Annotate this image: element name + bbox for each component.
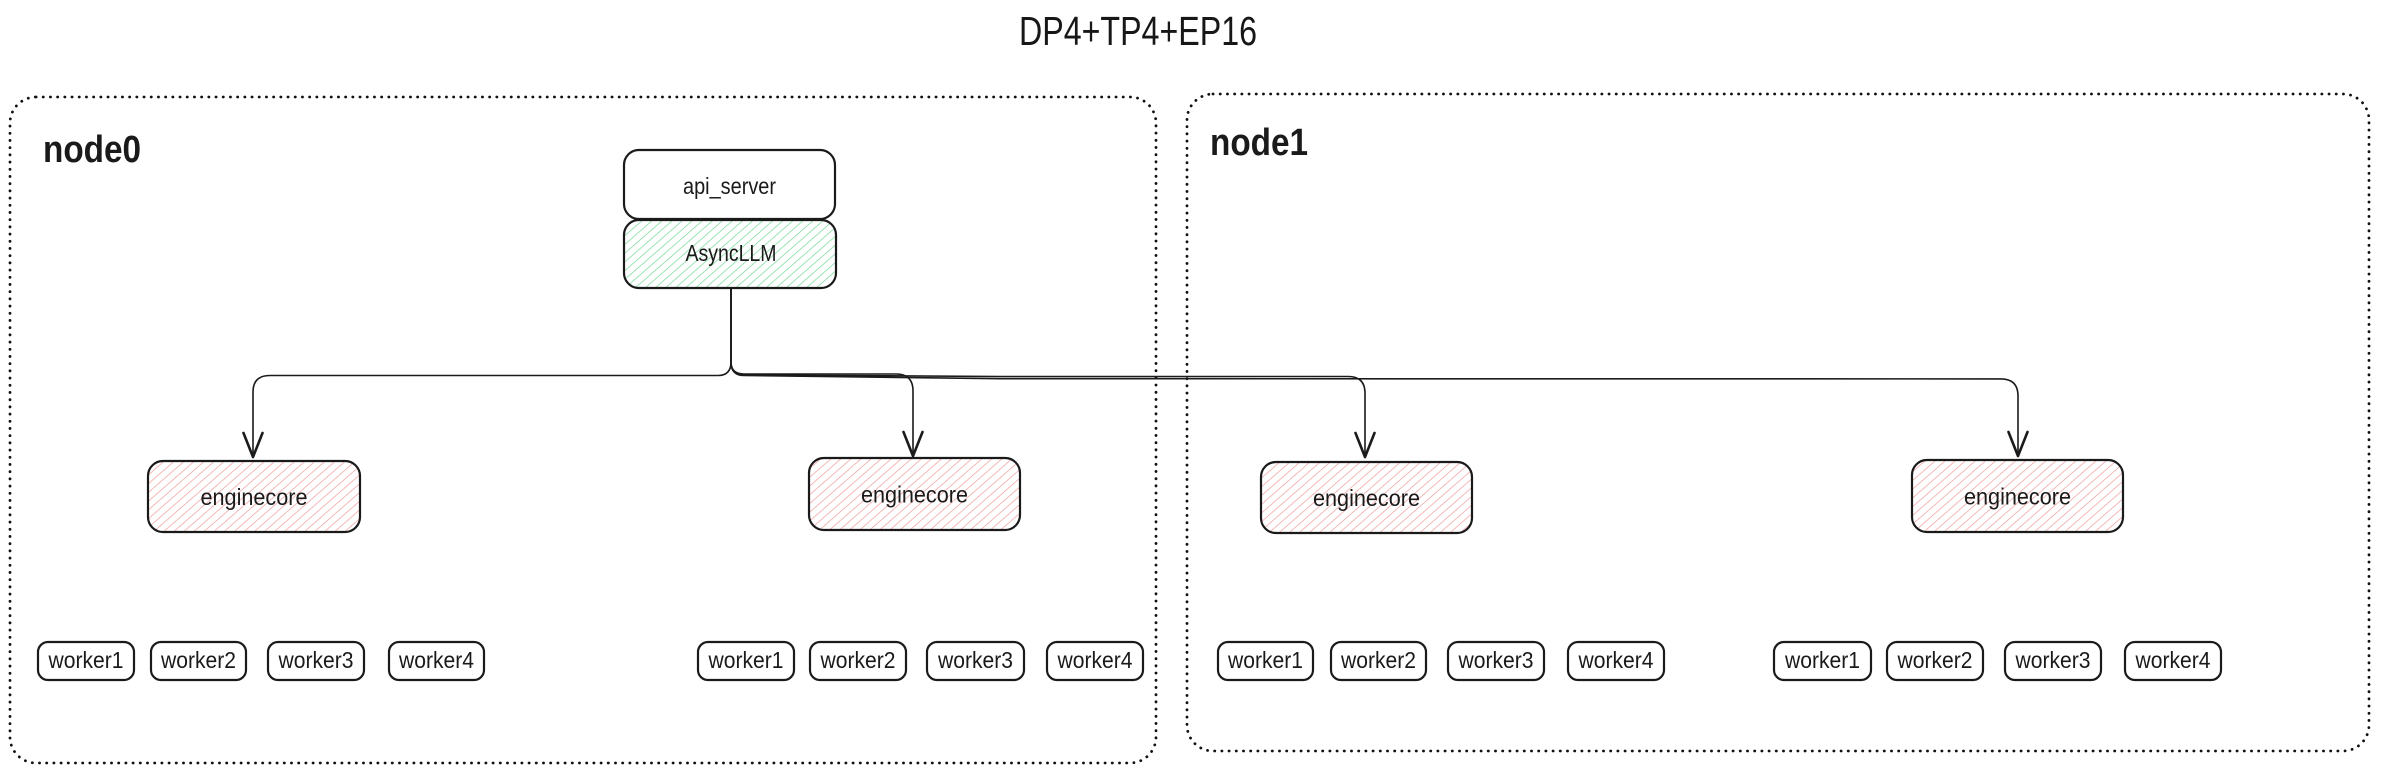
svg-text:worker2: worker2 — [820, 647, 896, 673]
svg-text:enginecore: enginecore — [1313, 485, 1420, 511]
svg-text:node0: node0 — [43, 129, 141, 171]
svg-text:worker4: worker4 — [1057, 647, 1133, 673]
svg-text:worker3: worker3 — [937, 647, 1013, 673]
svg-text:worker1: worker1 — [1784, 647, 1860, 673]
svg-text:api_server: api_server — [683, 173, 776, 199]
svg-text:worker2: worker2 — [1897, 647, 1973, 673]
svg-text:enginecore: enginecore — [861, 482, 968, 508]
svg-text:worker1: worker1 — [48, 647, 124, 673]
svg-text:worker4: worker4 — [398, 647, 474, 673]
svg-text:worker3: worker3 — [278, 647, 354, 673]
svg-text:worker1: worker1 — [1227, 647, 1303, 673]
svg-text:enginecore: enginecore — [201, 484, 308, 510]
svg-text:enginecore: enginecore — [1964, 484, 2071, 510]
svg-text:worker4: worker4 — [2135, 647, 2211, 673]
svg-text:DP4+TP4+EP16: DP4+TP4+EP16 — [1019, 8, 1257, 54]
svg-text:worker4: worker4 — [1578, 647, 1654, 673]
svg-text:AsyncLLM: AsyncLLM — [686, 240, 777, 266]
svg-text:worker3: worker3 — [1458, 647, 1534, 673]
svg-text:worker3: worker3 — [2015, 647, 2091, 673]
svg-text:node1: node1 — [1210, 122, 1308, 164]
svg-text:worker2: worker2 — [1340, 647, 1416, 673]
svg-text:worker2: worker2 — [160, 647, 236, 673]
svg-text:worker1: worker1 — [708, 647, 784, 673]
